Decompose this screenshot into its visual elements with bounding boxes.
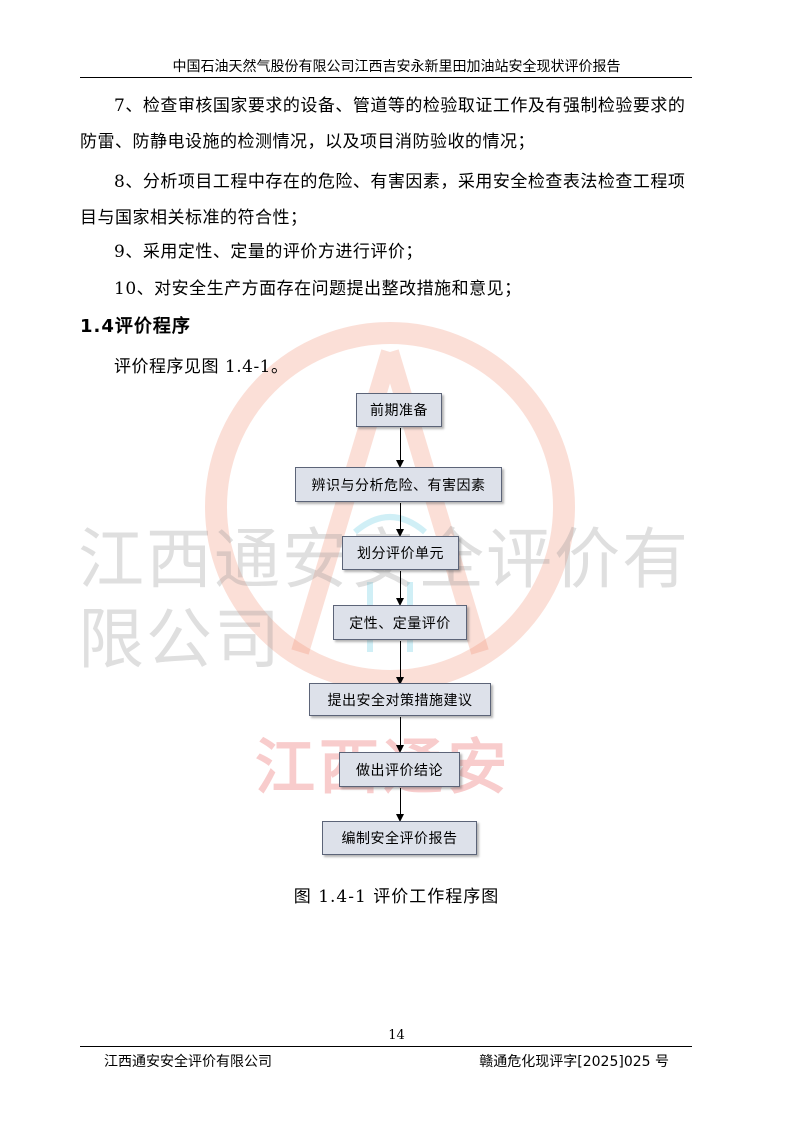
flow-arrow — [400, 788, 401, 814]
flow-step-preparation: 前期准备 — [356, 393, 442, 427]
list-item: 8、分析项目工程中存在的危险、有害因素，采用安全检查表法检查工程项目与国家相关标… — [80, 172, 686, 228]
flow-arrow-head — [396, 529, 404, 537]
section-heading: 1.4评价程序 — [80, 316, 191, 337]
flow-arrow — [400, 571, 401, 598]
flow-arrow — [400, 503, 401, 529]
flow-arrow-head — [396, 460, 404, 468]
report-header-title: 中国石油天然气股份有限公司江西吉安永新里田加油站安全现状评价报告 — [172, 59, 621, 75]
flow-arrow — [400, 428, 401, 460]
list-item: 10、对安全生产方面存在问题提出整改措施和意见； — [114, 279, 522, 299]
flow-step-report-compilation: 编制安全评价报告 — [322, 821, 477, 855]
footer-company-name: 江西通安安全评价有限公司 — [104, 1054, 272, 1070]
header-rule — [80, 77, 692, 78]
flow-arrow — [400, 641, 401, 677]
flow-step-conclusion: 做出评价结论 — [339, 752, 460, 787]
flow-step-safety-measures: 提出安全对策措施建议 — [309, 683, 491, 716]
list-item: 9、采用定性、定量的评价方进行评价； — [114, 242, 423, 262]
footer-document-number: 赣通危化现评字[2025]025 号 — [479, 1054, 669, 1070]
flow-arrow-head — [396, 814, 404, 822]
page-number: 14 — [388, 1028, 405, 1043]
figure-caption: 图 1.4-1 评价工作程序图 — [293, 887, 500, 907]
flow-step-qualitative-quantitative-evaluation: 定性、定量评价 — [333, 605, 467, 640]
flow-arrow-head — [396, 598, 404, 606]
flow-step-unit-division: 划分评价单元 — [342, 536, 459, 570]
list-item: 7、检查审核国家要求的设备、管道等的检验取证工作及有强制检验要求的防雷、防静电设… — [80, 96, 686, 152]
flow-step-hazard-identification: 辨识与分析危险、有害因素 — [295, 467, 502, 502]
footer-rule — [80, 1046, 692, 1047]
flow-arrow-head — [396, 677, 404, 685]
flow-arrow — [400, 717, 401, 745]
flow-arrow-head — [396, 745, 404, 753]
section-intro-text: 评价程序见图 1.4-1。 — [114, 357, 289, 377]
